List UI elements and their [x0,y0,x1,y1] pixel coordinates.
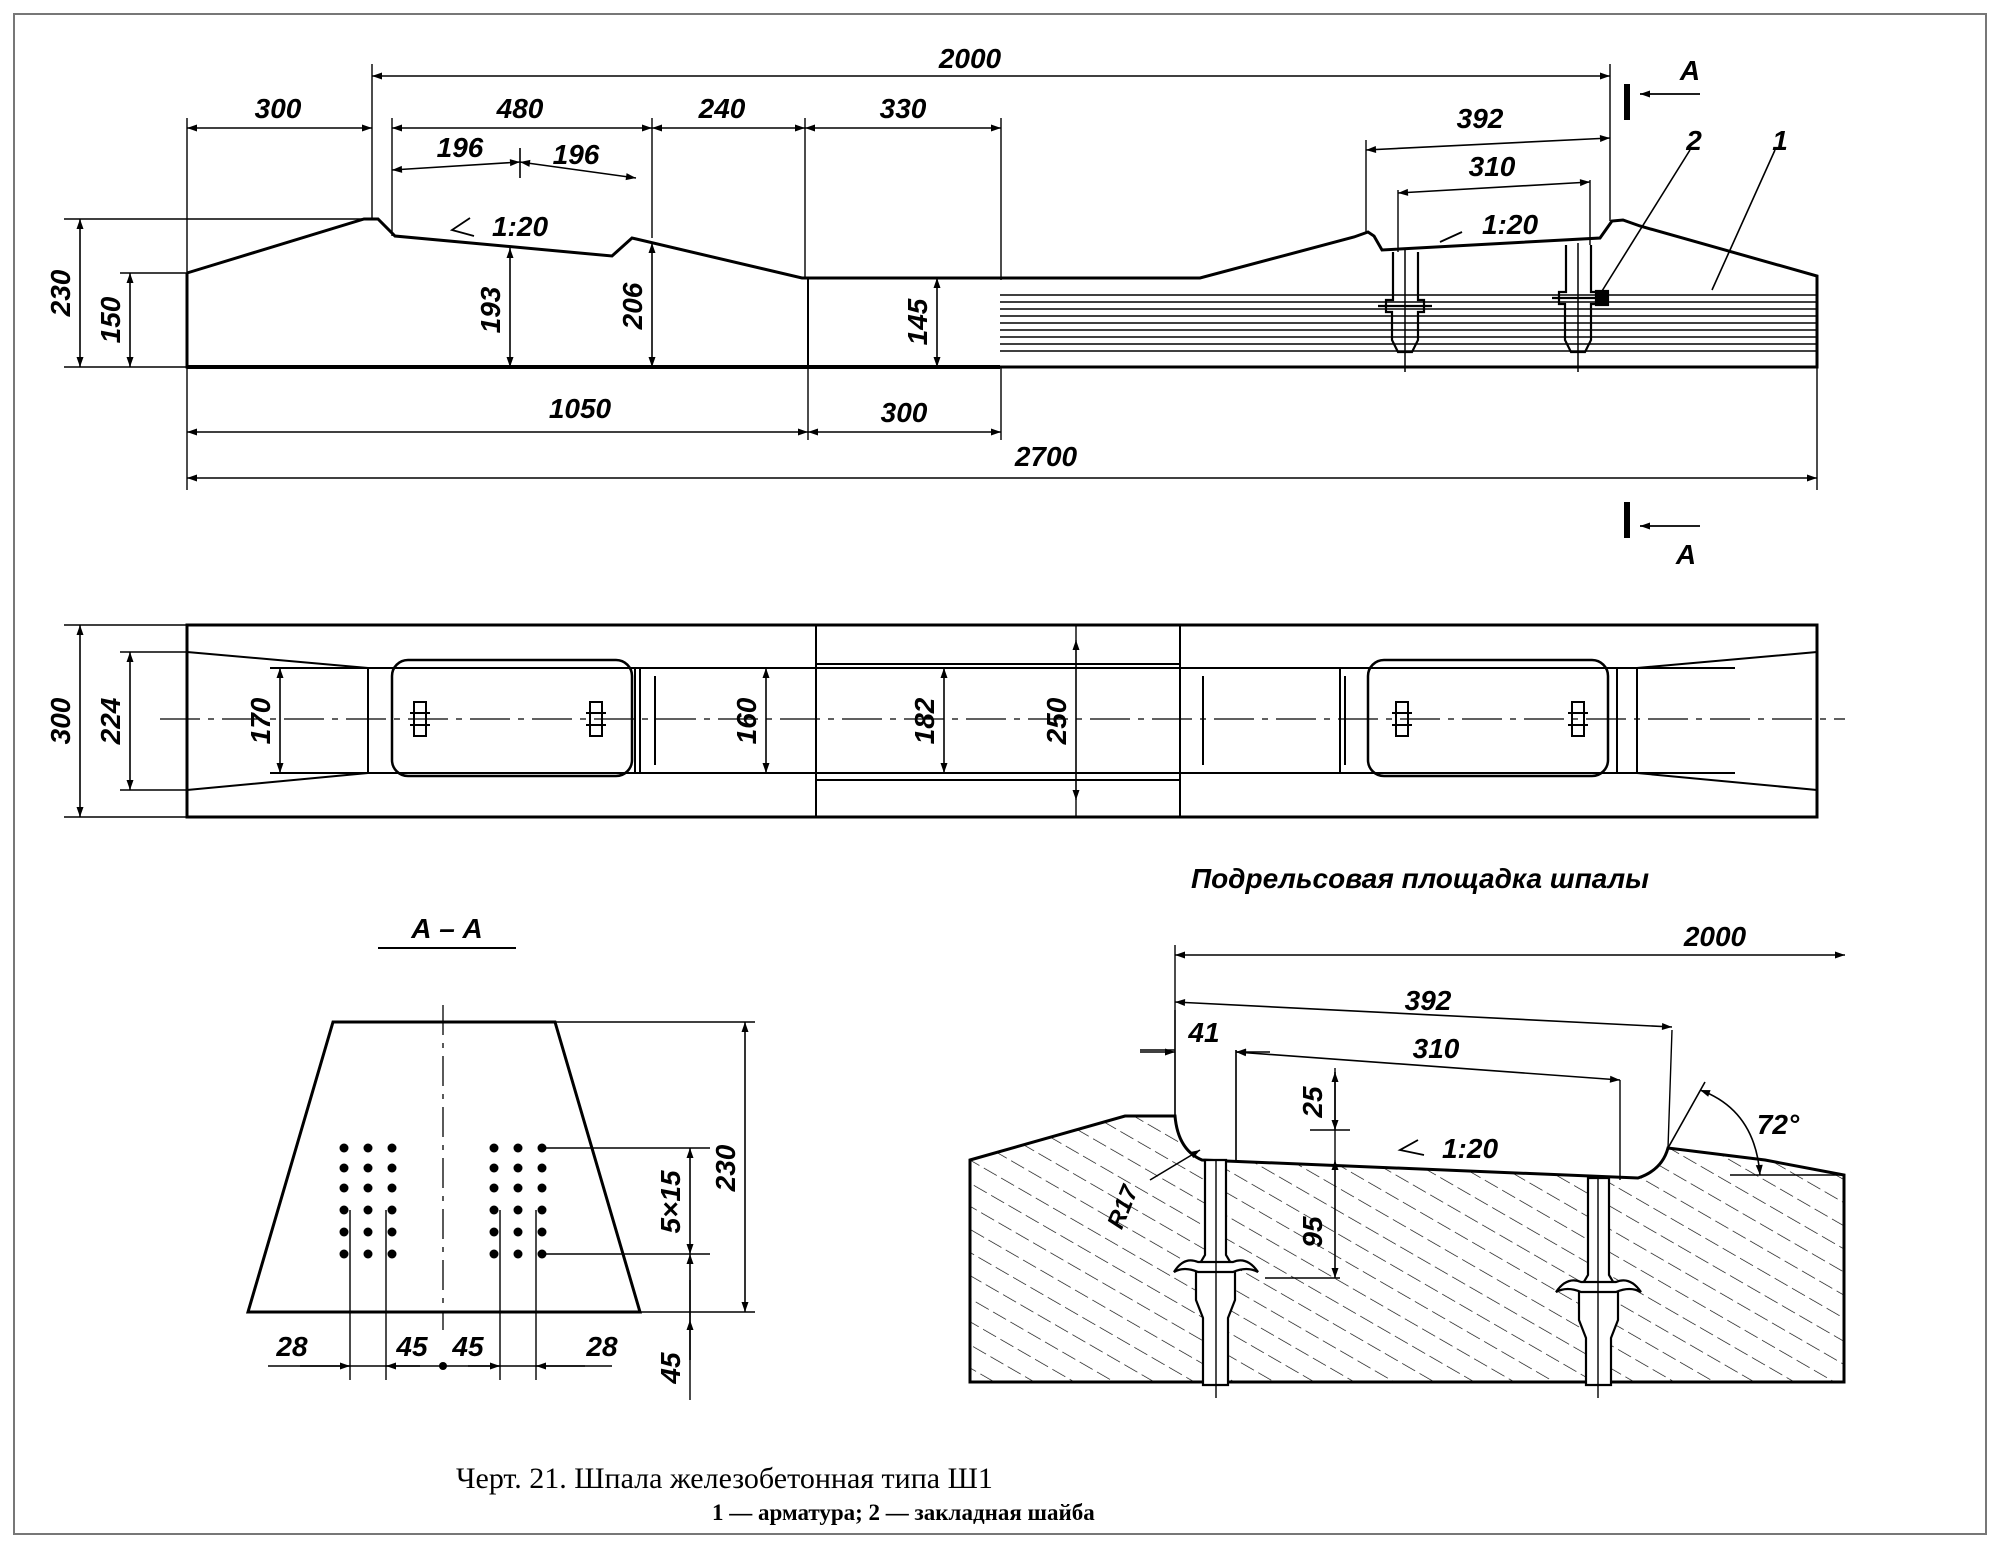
seat-labels: Подрельсовая площадка шпалы 2000 392 41 … [1102,863,1800,1248]
section-mark-bottom: A [1675,539,1696,570]
dim-196-left: 196 [437,132,484,163]
section-outline [245,1020,643,1314]
dim-480: 480 [496,93,544,124]
dim-28-right: 28 [585,1331,618,1362]
dim-196-right: 196 [553,139,600,170]
dim-2000-seat: 2000 [1683,921,1747,952]
section-view [245,947,755,1400]
dim-160: 160 [731,697,762,744]
dim-45-vertical: 45 [655,1352,686,1385]
slope-right: 1:20 [1482,209,1538,240]
dim-310-seat: 310 [1413,1033,1460,1064]
dim-45-right: 45 [451,1331,484,1362]
embedded-bolt-left [1378,250,1432,372]
bolt-hole [413,701,427,737]
rail-seat-detail [968,945,1846,1398]
dim-5x15: 5×15 [655,1170,686,1233]
dim-240: 240 [698,93,746,124]
dim-392-elevation: 392 [1457,103,1504,134]
slope-left: 1:20 [492,211,548,242]
plan-outline [185,623,1819,819]
section-mark-top: A [1679,55,1700,86]
dim-310-elevation: 310 [1469,151,1516,182]
dim-28-left: 28 [275,1331,308,1362]
dim-392-seat: 392 [1405,985,1452,1016]
figure-caption: Черт. 21. Шпала железобетонная типа Ш1 [456,1462,993,1495]
bolt-hole [1395,701,1409,737]
plan-view [64,623,1845,819]
section-title: А – А [410,913,483,944]
dim-300-plan: 300 [45,697,76,744]
callout-2: 2 [1685,125,1702,156]
dim-300-elevation: 300 [255,93,302,124]
sleeper-profile [185,217,1819,369]
rail-seat-right [1366,658,1610,778]
callout-2-washer [1594,289,1610,307]
dim-45-left: 45 [395,1331,428,1362]
slope-seat: 1:20 [1442,1133,1498,1164]
dim-25: 25 [1297,1086,1328,1119]
dim-330: 330 [880,93,927,124]
seat-title: Подрельсовая площадка шпалы [1191,863,1649,894]
concrete-body [968,1114,1846,1384]
seat-bolt-right [1555,1176,1642,1398]
dim-145: 145 [902,298,933,345]
embedded-bolt-right [1552,243,1610,372]
dim-170: 170 [245,697,276,744]
dim-1050: 1050 [549,393,612,424]
dim-300-bottom: 300 [881,397,928,428]
dim-230-elevation: 230 [45,269,76,317]
elevation-labels: 2000 300 480 240 330 196 196 1:20 392 31… [45,43,1788,570]
bolt-hole [1571,701,1585,737]
dim-206: 206 [617,282,648,330]
dim-182: 182 [909,697,940,744]
rail-seat-left [390,658,634,778]
reinforcement-bars [1000,294,1817,352]
reinforcement-dots [339,1143,547,1370]
seat-bolt-left [1173,1158,1259,1398]
dim-224: 224 [95,697,126,745]
sheet-frame [13,13,1987,1535]
dim-2000-elevation: 2000 [938,43,1002,74]
figure-legend: 1 — арматура; 2 — закладная шайба [712,1500,1095,1525]
callout-1: 1 [1772,125,1788,156]
elevation-view [64,64,1819,538]
dim-95: 95 [1297,1216,1328,1248]
dim-2700: 2700 [1014,441,1078,472]
dim-150: 150 [95,296,126,343]
section-labels: А – А 230 5×15 45 28 45 45 28 [275,913,741,1385]
dim-193: 193 [475,286,506,333]
dim-41: 41 [1187,1017,1219,1048]
plan-labels: 300 224 170 160 182 250 [45,697,1072,745]
bolt-hole [589,701,603,737]
dim-230-section: 230 [710,1144,741,1192]
dim-250: 250 [1041,697,1072,745]
angle-label: 72° [1757,1109,1800,1140]
